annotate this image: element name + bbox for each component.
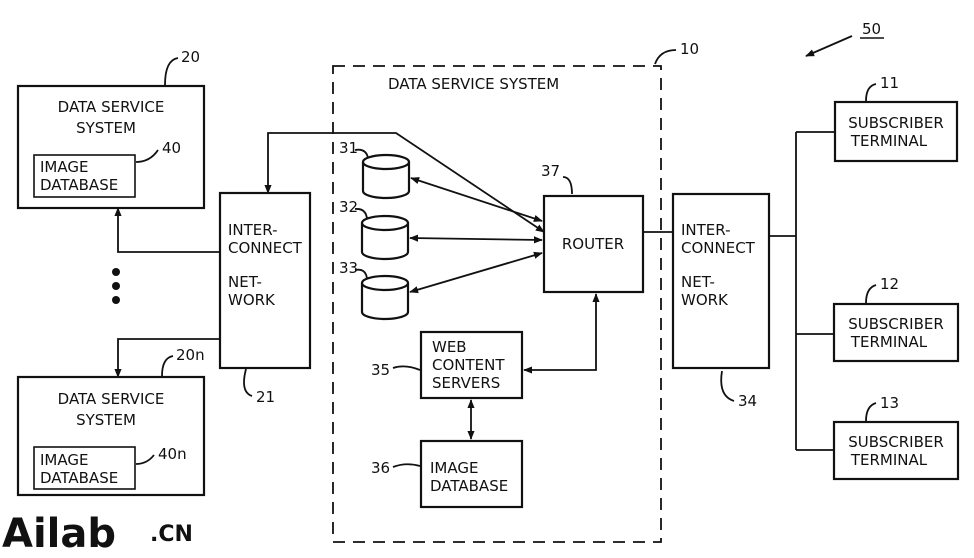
svg-text:10: 10 <box>680 40 699 58</box>
svg-text:NET-: NET- <box>681 273 715 291</box>
svg-text:SUBSCRIBER: SUBSCRIBER <box>848 315 944 333</box>
svg-text:.CN: .CN <box>150 522 193 547</box>
svg-text:21: 21 <box>256 388 275 406</box>
svg-text:Ailab: Ailab <box>2 511 116 557</box>
svg-text:36: 36 <box>371 459 390 477</box>
svg-text:20: 20 <box>181 48 200 66</box>
svg-text:32: 32 <box>339 198 358 216</box>
ellipsis-dots <box>112 268 120 304</box>
svg-text:NET-: NET- <box>228 273 262 291</box>
interconnect-network-34: INTER- CONNECT NET- WORK 34 <box>671 192 771 410</box>
svg-text:CONNECT: CONNECT <box>681 239 756 257</box>
interconnect-network-21: INTER- CONNECT NET- WORK 21 <box>218 191 312 406</box>
svg-text:SYSTEM: SYSTEM <box>76 411 136 429</box>
svg-text:ROUTER: ROUTER <box>562 235 624 253</box>
svg-text:TERMINAL: TERMINAL <box>850 132 928 150</box>
svg-text:WEB: WEB <box>432 338 467 356</box>
svg-text:INTER-: INTER- <box>681 221 731 239</box>
svg-text:INTER-: INTER- <box>228 221 278 239</box>
svg-text:DATA SERVICE SYSTEM: DATA SERVICE SYSTEM <box>388 75 559 93</box>
storage-device-32: 32 <box>339 198 410 261</box>
svg-text:50: 50 <box>862 20 881 38</box>
connection-lines <box>114 131 835 451</box>
svg-text:35: 35 <box>371 361 390 379</box>
svg-text:WORK: WORK <box>681 291 729 309</box>
svg-text:SERVERS: SERVERS <box>432 374 500 392</box>
svg-text:SUBSCRIBER: SUBSCRIBER <box>848 433 944 451</box>
svg-text:TERMINAL: TERMINAL <box>850 333 928 351</box>
image-database-36: IMAGE DATABASE 36 <box>371 439 524 509</box>
storage-device-31: 31 <box>339 139 411 200</box>
svg-text:CONTENT: CONTENT <box>432 356 505 374</box>
svg-text:11: 11 <box>880 74 899 92</box>
remote-data-service-system-20: DATA SERVICE SYSTEM IMAGE DATABASE 20 40 <box>16 48 206 210</box>
svg-text:IMAGE: IMAGE <box>40 158 88 176</box>
svg-text:33: 33 <box>339 259 358 277</box>
svg-text:12: 12 <box>880 275 899 293</box>
svg-text:DATA SERVICE: DATA SERVICE <box>58 390 165 408</box>
svg-text:DATABASE: DATABASE <box>40 176 118 194</box>
router-37: ROUTER 37 <box>541 162 645 294</box>
svg-text:37: 37 <box>541 162 560 180</box>
svg-text:31: 31 <box>339 139 358 157</box>
svg-text:34: 34 <box>738 392 757 410</box>
svg-text:WORK: WORK <box>228 291 276 309</box>
svg-text:SUBSCRIBER: SUBSCRIBER <box>848 114 944 132</box>
svg-text:DATABASE: DATABASE <box>40 469 118 487</box>
svg-text:TERMINAL: TERMINAL <box>850 451 928 469</box>
figure-reference: 50 <box>805 20 884 57</box>
svg-text:SYSTEM: SYSTEM <box>76 119 136 137</box>
svg-text:13: 13 <box>880 394 899 412</box>
ailab-logo: Ailab .CN <box>2 511 193 557</box>
svg-text:IMAGE: IMAGE <box>40 451 88 469</box>
svg-text:CONNECT: CONNECT <box>228 239 303 257</box>
web-content-servers-35: WEB CONTENT SERVERS 35 <box>371 330 524 400</box>
remote-data-service-system-20n: DATA SERVICE SYSTEM IMAGE DATABASE 20n 4… <box>16 346 206 497</box>
svg-text:40n: 40n <box>158 445 187 463</box>
subscriber-terminal-12: SUBSCRIBER TERMINAL 12 <box>832 275 960 363</box>
svg-text:DATA SERVICE: DATA SERVICE <box>58 98 165 116</box>
svg-text:20n: 20n <box>176 346 205 364</box>
svg-text:IMAGE: IMAGE <box>430 459 478 477</box>
subscriber-terminal-13: SUBSCRIBER TERMINAL 13 <box>832 394 960 481</box>
svg-text:40: 40 <box>162 139 181 157</box>
data-service-system-boundary: DATA SERVICE SYSTEM 10 <box>332 40 699 543</box>
subscriber-terminal-11: SUBSCRIBER TERMINAL 11 <box>833 74 959 163</box>
svg-text:DATABASE: DATABASE <box>430 477 508 495</box>
storage-device-33: 33 <box>339 259 410 321</box>
